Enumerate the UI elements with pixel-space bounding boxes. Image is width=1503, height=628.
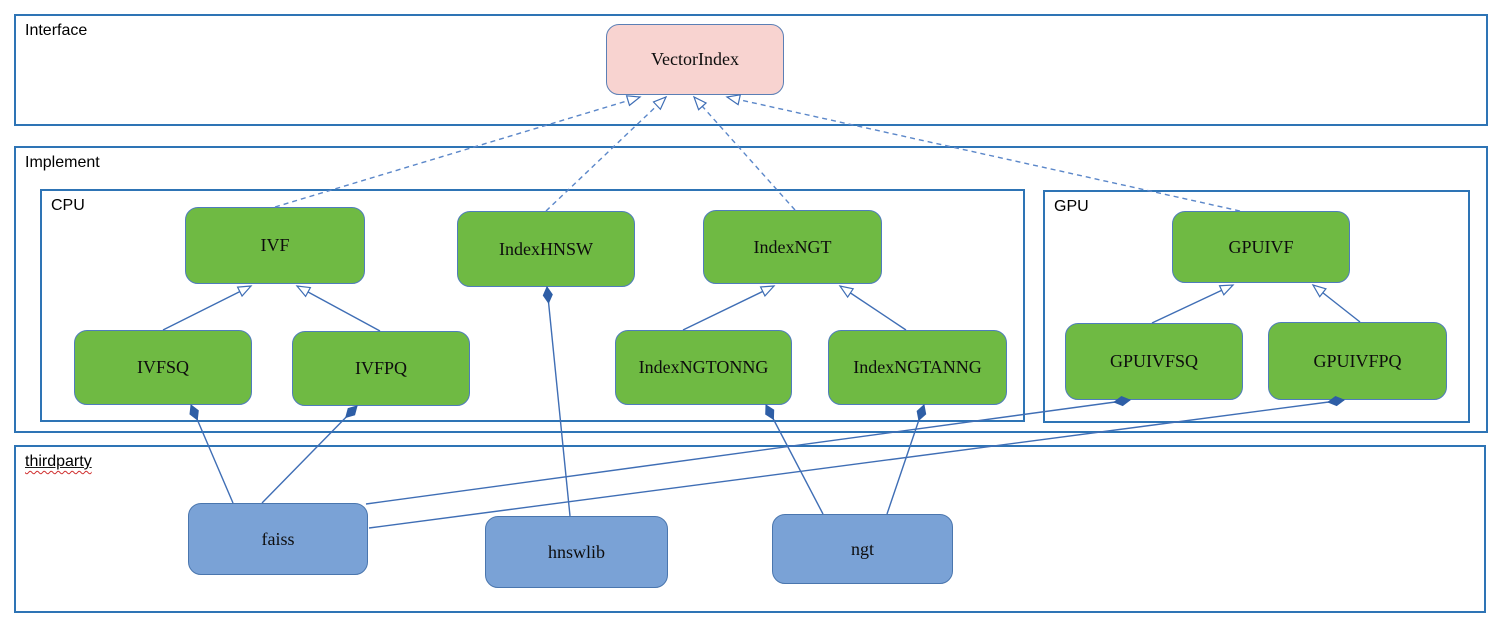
node-indexngtonng[interactable]: IndexNGTONNG [615, 330, 792, 405]
node-hnswlib[interactable]: hnswlib [485, 516, 668, 588]
node-label: IVFPQ [354, 358, 407, 378]
edge-composition-hnswlib-indexhnsw[interactable] [547, 287, 571, 517]
container-label-cpu: CPU [51, 196, 85, 215]
node-label: IndexNGTONNG [638, 357, 769, 377]
container-label-thirdparty: thirdparty [25, 452, 92, 471]
container-implement[interactable]: Implement [14, 146, 1488, 433]
node-indexngtanng[interactable]: IndexNGTANNG [828, 330, 1007, 405]
container-label-text: Interface [25, 22, 88, 39]
node-label: GPUIVF [1228, 236, 1294, 257]
node-label: GPUIVFPQ [1313, 350, 1402, 371]
container-label-text: CPU [51, 197, 85, 214]
edge-composition-faiss-ivfpq[interactable] [261, 406, 357, 504]
container-gpu[interactable]: GPU [1043, 190, 1470, 423]
node-label: ngt [850, 538, 874, 559]
container-label-text: Implement [25, 154, 100, 171]
node-label: IndexHNSW [499, 238, 593, 259]
container-thirdparty[interactable]: thirdparty [14, 445, 1486, 613]
container-label-text: GPU [1054, 198, 1089, 215]
node-vectorindex[interactable]: VectorIndex [606, 24, 784, 95]
node-indexngt[interactable]: IndexNGT [703, 210, 882, 284]
node-label: VectorIndex [651, 49, 739, 69]
edge-composition-ngt-indexngtonng[interactable] [766, 405, 824, 515]
node-label: IndexNGT [753, 236, 832, 257]
edge-realization-indexhnsw-vectorindex[interactable] [545, 95, 668, 212]
edge-realization-indexngt-vectorindex[interactable] [692, 95, 796, 211]
node-indexhnsw[interactable]: IndexHNSW [457, 211, 635, 287]
edge-composition-ngt-indexngtanng[interactable] [886, 405, 924, 515]
node-label: IndexNGTANNG [853, 357, 982, 377]
edge-generalization-ivfpq-ivf[interactable] [295, 285, 381, 332]
edge-realization-gpuivf-vectorindex[interactable] [725, 94, 1241, 212]
node-faiss[interactable]: faiss [188, 503, 368, 575]
edge-composition-faiss-ivfsq[interactable] [191, 405, 234, 504]
node-label: GPUIVFSQ [1109, 351, 1199, 371]
node-label: faiss [261, 528, 295, 549]
edge-generalization-gpuivfsq-gpuivf[interactable] [1151, 284, 1235, 324]
node-gpuivfpq[interactable]: GPUIVFPQ [1268, 322, 1447, 400]
node-label: IVF [260, 235, 290, 255]
container-interface[interactable]: Interface [14, 14, 1488, 126]
container-cpu[interactable]: CPU [40, 189, 1025, 422]
node-gpuivfsq[interactable]: GPUIVFSQ [1065, 323, 1243, 400]
container-label-implement: Implement [25, 153, 100, 172]
container-label-text: thirdparty [25, 453, 92, 470]
edge-generalization-indexngtanng-indexngt[interactable] [838, 285, 907, 331]
node-ivfpq[interactable]: IVFPQ [292, 331, 470, 406]
edge-composition-faiss-gpuivfpq[interactable] [368, 400, 1344, 529]
node-gpuivf[interactable]: GPUIVF [1172, 211, 1350, 283]
node-ivfsq[interactable]: IVFSQ [74, 330, 252, 405]
container-label-gpu: GPU [1054, 197, 1089, 216]
node-label: hnswlib [547, 541, 605, 562]
node-label: IVFSQ [136, 357, 189, 377]
edge-generalization-gpuivfpq-gpuivf[interactable] [1311, 284, 1361, 323]
edge-generalization-indexngtonng-indexngt[interactable] [682, 285, 776, 331]
edge-generalization-ivfsq-ivf[interactable] [162, 285, 253, 331]
edge-composition-faiss-gpuivfsq[interactable] [365, 400, 1130, 505]
container-label-interface: Interface [25, 21, 87, 40]
node-ivf[interactable]: IVF [185, 207, 365, 284]
edge-realization-ivf-vectorindex[interactable] [274, 95, 642, 208]
node-ngt[interactable]: ngt [772, 514, 953, 584]
